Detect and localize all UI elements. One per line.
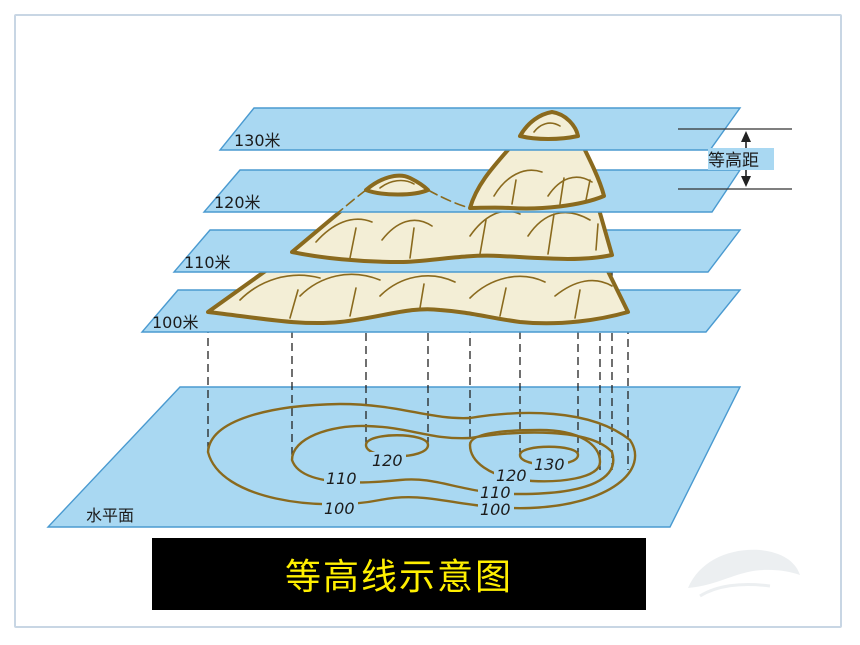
- plane-130-label: 130米: [234, 131, 281, 150]
- contour-label-100-b: 100: [480, 500, 511, 519]
- contour-label-110-a: 110: [326, 469, 357, 488]
- plane-110-label: 110米: [184, 253, 231, 272]
- contour-interval-indicator: 等高距: [678, 128, 792, 190]
- caption-title: 等高线示意图: [284, 557, 513, 598]
- plane-130: [218, 107, 742, 151]
- plane-120-label: 120米: [214, 193, 261, 212]
- plane-100-label: 100米: [152, 313, 199, 332]
- contour-interval-label: 等高距: [708, 151, 759, 171]
- contour-100: [206, 402, 637, 510]
- mountain-summit: [518, 110, 580, 141]
- contour-label-120-a: 120: [372, 451, 403, 470]
- contour-label-120-b: 120: [496, 466, 527, 485]
- contour-label-100-a: 100: [324, 499, 355, 518]
- contour-label-130: 130: [534, 455, 565, 474]
- caption-box: 等高线示意图: [152, 538, 646, 610]
- contour-110: [290, 424, 615, 496]
- contour-130: [518, 445, 580, 466]
- watermark-logo: [688, 549, 800, 598]
- ground-plane-label: 水平面: [86, 506, 134, 525]
- contour-labels: 100 100 110 110 120 120 130: [322, 451, 568, 519]
- contour-label-110-b: 110: [480, 483, 511, 502]
